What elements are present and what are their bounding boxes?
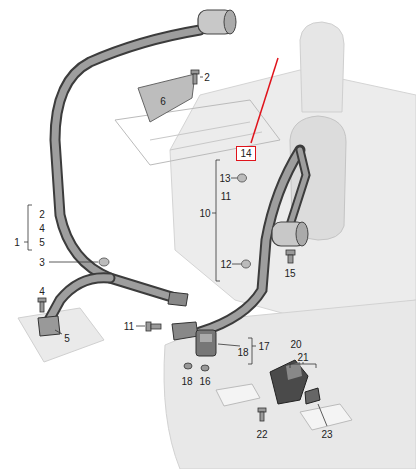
leader-lines [24,58,327,426]
seat-backrest [170,70,416,318]
callout-number: 10 [199,208,210,219]
callout-number: 18 [237,347,248,358]
floor-cutout [216,384,260,406]
bolts [38,70,295,421]
cover-plug [238,174,247,182]
seat-cushion [164,300,416,469]
callout-number: 14 [240,148,251,159]
belt-guide-bracket [138,74,195,122]
buckle-button [286,362,302,380]
buckle-bracket [305,388,320,404]
callout-number: 15 [284,268,295,279]
belt-webbing [55,30,200,298]
callout-number: 5 [39,237,45,248]
callout-number: 11 [124,321,134,332]
callout-number: 12 [220,259,231,270]
callout-number: 2 [204,72,210,83]
floor-cutout [300,404,352,430]
callout-number: 11 [221,191,231,202]
callout-number: 20 [290,339,301,350]
callout-number: 22 [256,429,267,440]
latch-plate [172,322,198,340]
callout-number: 16 [199,376,210,387]
headrest [290,116,346,240]
callout-number: 4 [39,223,45,234]
callout-box: 14 [236,146,256,161]
retractor-cap [224,10,236,34]
belt-webbing [48,278,110,322]
callout-number: 13 [219,173,230,184]
callout-number: 4 [39,286,45,297]
belt-webbing [290,150,306,225]
floor-pad [18,308,104,362]
callout-number: 6 [160,96,166,107]
belt-webbing [55,30,200,298]
buckle-button [200,334,212,342]
callout-number: 18 [181,376,192,387]
anchor-plate [38,316,60,336]
callout-number: 23 [321,429,332,440]
belt-webbing [290,150,306,225]
callout-number: 5 [64,333,70,344]
cover-plug [242,260,251,268]
cover-plug [99,258,109,266]
belt-webbing [48,278,110,322]
seat-belt-buckle [196,330,216,356]
callout-number: 21 [297,352,308,363]
callout-number: 17 [258,341,269,352]
callout-number: 2 [39,209,45,220]
double-buckle [270,360,308,404]
callout-number: 1 [14,237,20,248]
mounting-plate [115,100,280,165]
headrest [300,22,344,112]
latch-plate [168,292,188,306]
callout-number: 3 [39,257,45,268]
retractor-cap [296,222,308,246]
